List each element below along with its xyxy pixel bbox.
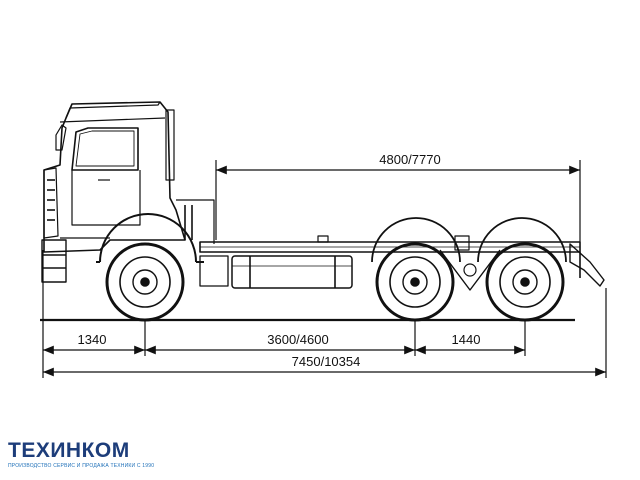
front-wheel [105,242,185,322]
logo-name: ТЕХИНКОМ [8,439,130,462]
truck-side-view [40,101,605,322]
cab-outline [43,101,186,253]
dim-label-wheelbase: 3600/4600 [267,332,328,347]
dim-label-body-length: 4800/7770 [379,152,440,167]
logo-tagline: ПРОИЗВОДСТВО СЕРВИС И ПРОДАЖА ТЕХНИКИ С … [8,463,155,469]
dim-label-front-overhang: 1340 [78,332,107,347]
dimension-lines [42,160,607,378]
dim-label-overall-length: 7450/10354 [292,354,361,369]
company-logo: ТЕХИНКОМ ПРОИЗВОДСТВО СЕРВИС И ПРОДАЖА Т… [8,440,154,469]
cab-window [71,127,139,171]
rear-wheel-1 [375,242,455,322]
dim-label-rear-axle-spacing: 1440 [452,332,481,347]
rear-wheel-2 [485,242,565,322]
fuel-tank [231,255,353,289]
